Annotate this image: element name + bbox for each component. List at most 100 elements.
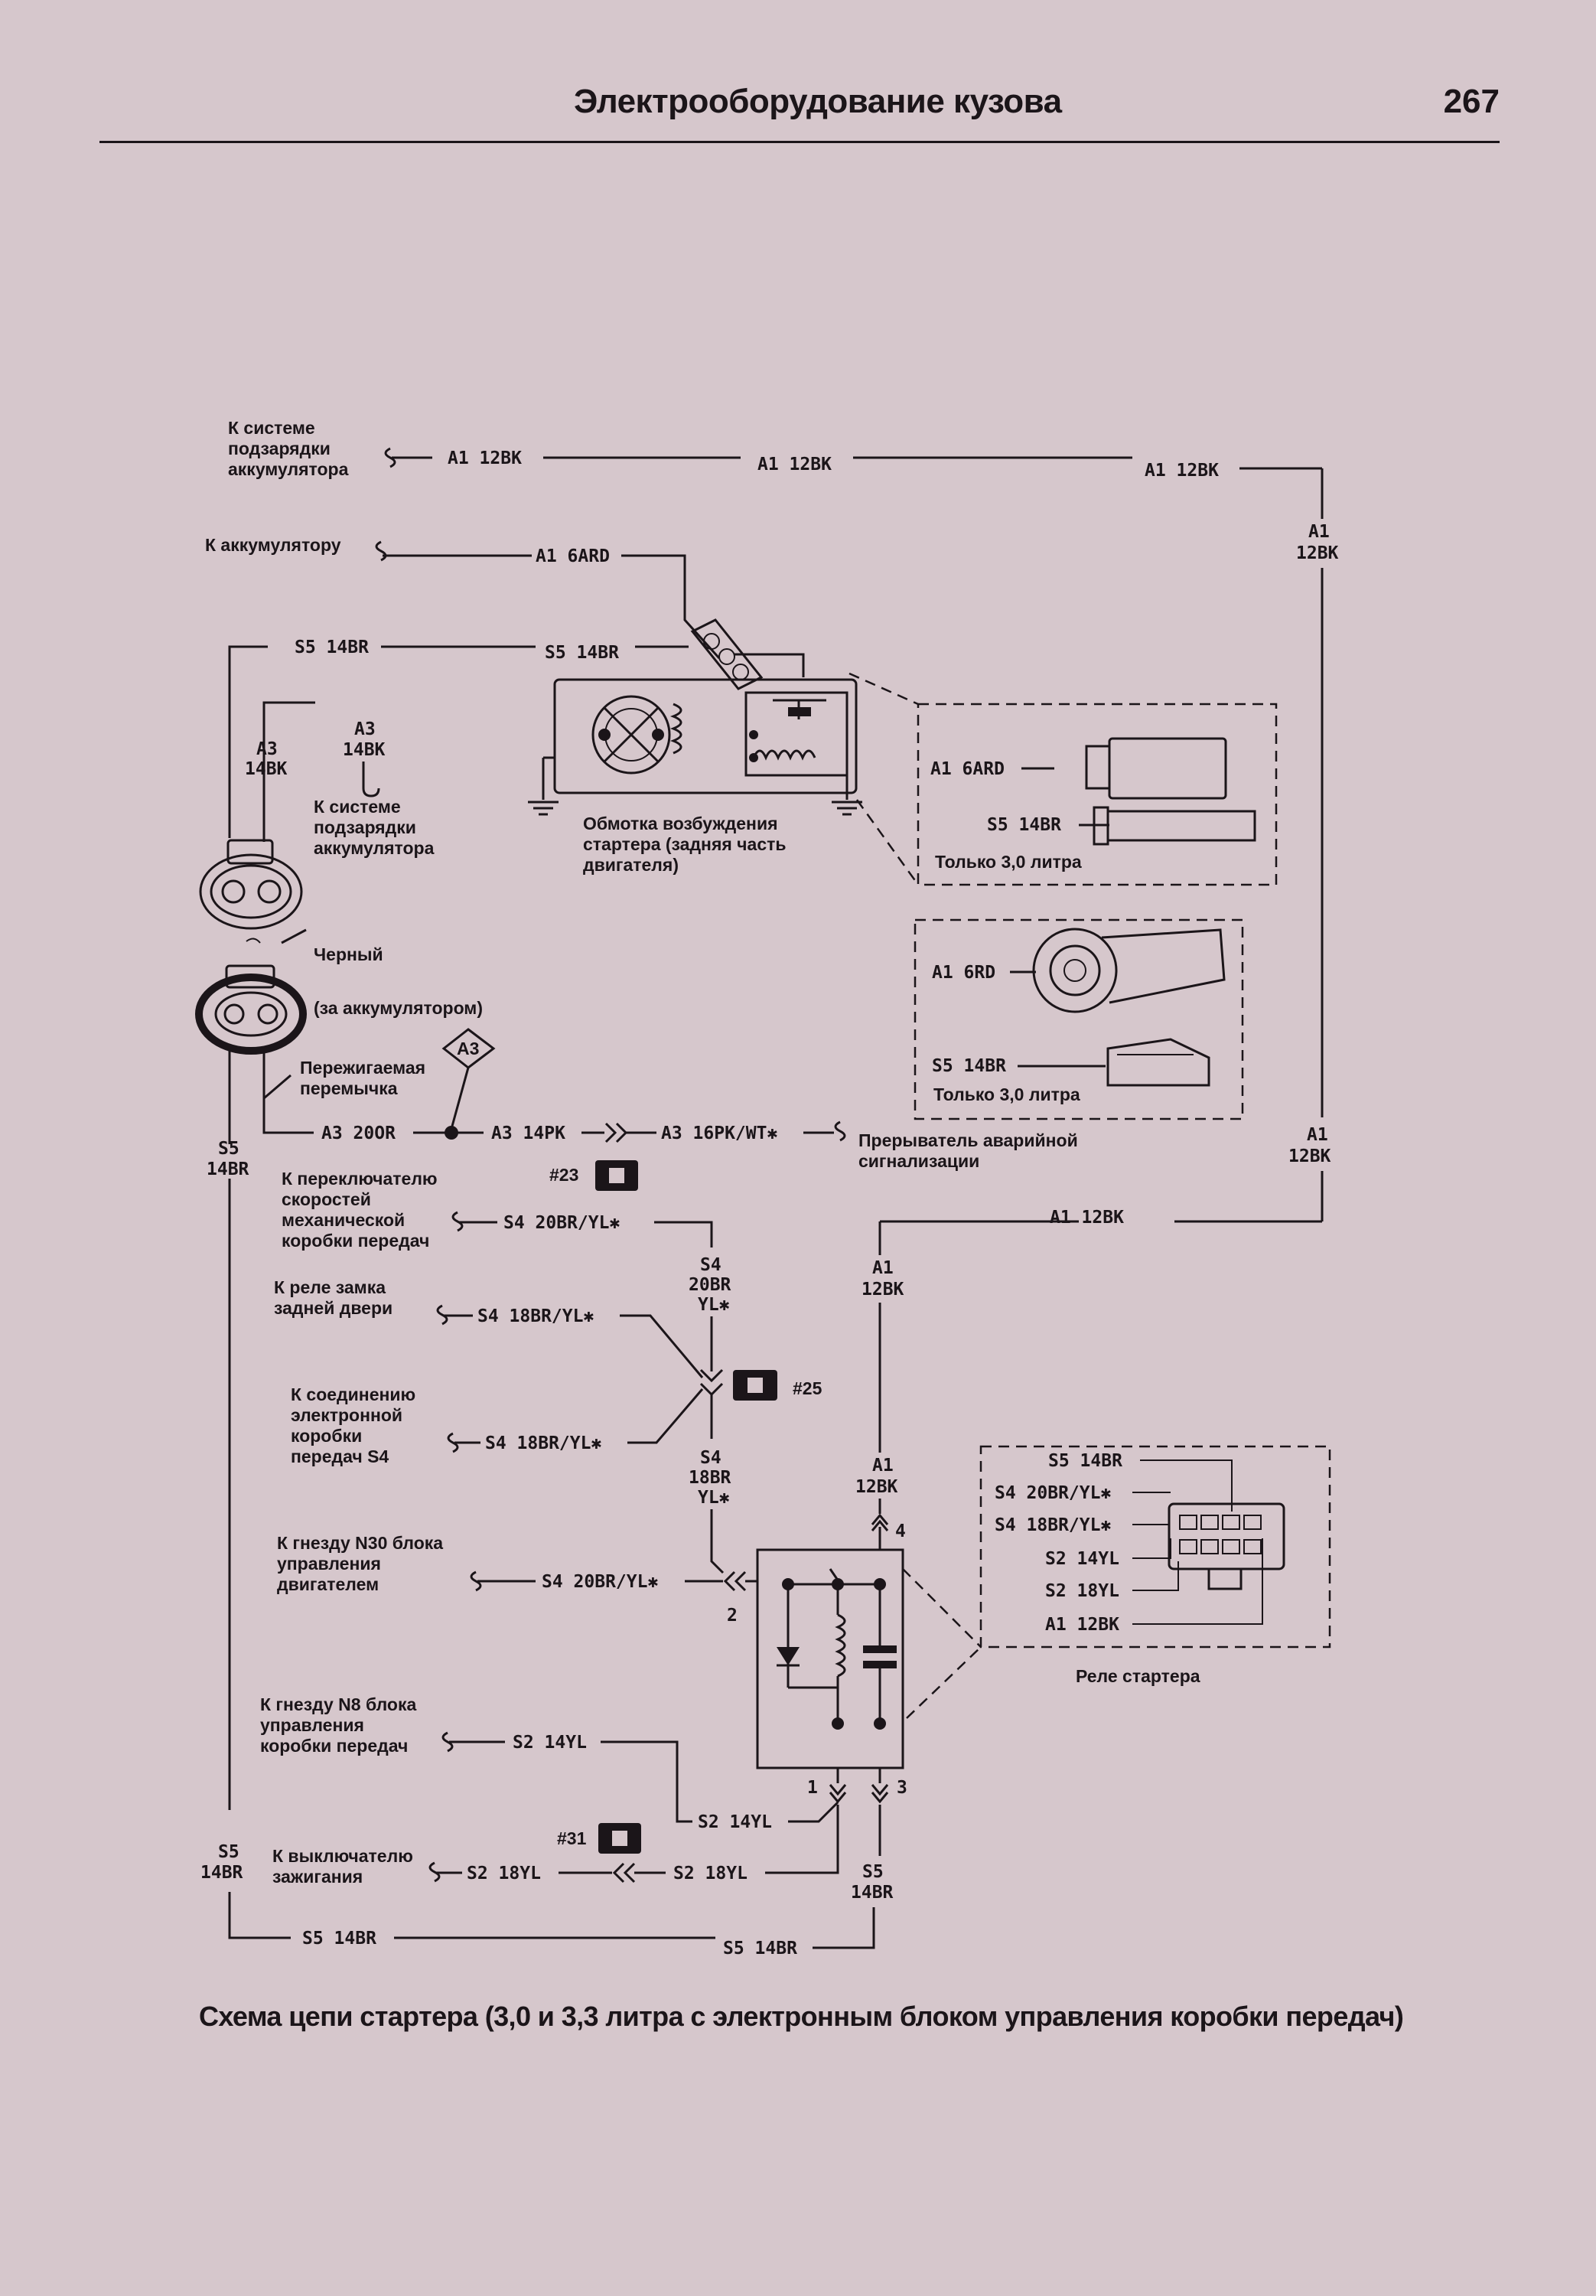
relay-connector-row-s5-14br: S5 14BR — [1048, 1451, 1122, 1471]
relay-pin-2: 2 — [727, 1606, 738, 1626]
label-manual-switch-line3: механической — [282, 1210, 405, 1230]
relay-connector-row-s4-18br-yl: S4 18BR/YL✱ — [995, 1515, 1111, 1535]
wire-a3-20or: A3 20OR — [321, 1124, 396, 1143]
label-to-battery: К аккумулятору — [205, 535, 341, 555]
wire-s5-14br: S5 14BR — [295, 638, 369, 657]
fusible-link-connector-upper — [199, 839, 303, 944]
label-fusible-link-line1: Пережигаемая — [300, 1058, 425, 1078]
wire-a3-label: A3 — [354, 719, 376, 739]
wire-ylstar-label: YL✱ — [698, 1488, 730, 1508]
connector-23-label: #23 — [549, 1165, 578, 1185]
label-manual-switch-line4: коробки передач — [282, 1231, 429, 1251]
wire-14br-label: 14BR — [207, 1159, 249, 1179]
label-ignition-line1: К выключателю — [272, 1846, 413, 1866]
wire-s4-label: S4 — [700, 1255, 721, 1275]
wire-s4-18br-yl: S4 18BR/YL✱ — [477, 1306, 594, 1326]
wire-s4-20br-yl: S4 20BR/YL✱ — [542, 1572, 658, 1592]
starter-relay — [756, 1548, 904, 1769]
inset1-a1-label: A1 6ARD — [930, 759, 1005, 779]
inset2-s5-label: S5 14BR — [932, 1056, 1006, 1076]
connector-25-label: #25 — [793, 1378, 822, 1398]
relay-pin-4: 4 — [895, 1521, 906, 1541]
wire-a3-16pk-wt: A3 16PK/WT✱ — [661, 1124, 777, 1143]
label-liftgate-line2: задней двери — [274, 1298, 392, 1318]
wire-14br-label: 14BR — [200, 1863, 243, 1883]
wire-a1-label: A1 — [872, 1456, 894, 1476]
wire-a1-label: A1 — [1308, 522, 1330, 542]
starter-terminals — [690, 618, 764, 690]
wire-s5-14br: S5 14BR — [545, 643, 619, 663]
wire-s2-18yl: S2 18YL — [467, 1864, 541, 1883]
page-number: 267 — [1443, 83, 1500, 120]
inset-30l-terminals-a: A1 6ARD S5 14BR Только 3,0 литра — [848, 672, 1278, 886]
wire-s5-label: S5 — [218, 1842, 239, 1862]
label-ignition-line2: зажигания — [272, 1867, 363, 1887]
label-starter-relay: Реле стартера — [1076, 1666, 1200, 1686]
relay-pin-1: 1 — [807, 1778, 818, 1798]
label-to-charging2-line3: аккумулятора — [314, 838, 435, 858]
label-only-3l-a: Только 3,0 литра — [935, 852, 1082, 872]
label-liftgate-line1: К реле замка — [274, 1277, 386, 1297]
label-starter-field-line2: стартера (задняя часть — [583, 834, 787, 854]
label-tcm-s4-line3: коробки — [291, 1426, 362, 1446]
starter-motor — [528, 678, 862, 816]
wire-14br-label: 14BR — [851, 1883, 894, 1903]
relay-connector-row-s2-14yl: S2 14YL — [1045, 1549, 1119, 1569]
wire-a1-12bk: A1 12BK — [757, 455, 832, 475]
label-hazard-flasher-line2: сигнализации — [858, 1151, 979, 1171]
connector-31-label: #31 — [557, 1828, 587, 1848]
wire-a1-12bk: A1 12BK — [1050, 1208, 1124, 1228]
label-ecm-n30-line3: двигателем — [277, 1574, 379, 1594]
badge-a3: A3 — [457, 1039, 479, 1058]
label-to-charging2-line1: К системе — [314, 797, 401, 817]
label-to-charging-line3: аккумулятора — [228, 459, 349, 479]
wire-s4-label: S4 — [700, 1448, 721, 1468]
label-only-3l-b: Только 3,0 литра — [933, 1084, 1080, 1104]
label-tcm-n8-line2: управления — [260, 1715, 364, 1735]
label-black: Черный — [314, 944, 383, 964]
wire-a1-label: A1 — [1307, 1125, 1328, 1145]
fusible-link-connector-lower — [195, 964, 307, 1055]
wire-12bk-label: 12BK — [855, 1477, 898, 1497]
relay-pin-3: 3 — [897, 1778, 907, 1798]
figure-caption: Схема цепи стартера (3,0 и 3,3 литра с э… — [199, 2001, 1404, 2032]
label-tcm-s4-line1: К соединению — [291, 1384, 415, 1404]
wire-a1-6ard: A1 6ARD — [536, 546, 610, 566]
wire-14bk-label: 14BK — [245, 759, 288, 779]
relay-connector-row-s2-18yl: S2 18YL — [1045, 1581, 1119, 1601]
label-starter-field-line3: двигателя) — [583, 855, 679, 875]
wire-s2-14yl: S2 14YL — [513, 1733, 587, 1753]
wire-s4-18br-yl: S4 18BR/YL✱ — [485, 1433, 601, 1453]
label-to-charging-line2: подзарядки — [228, 439, 331, 458]
page-title: Электрооборудование кузова — [574, 83, 1062, 120]
wire-s2-18yl: S2 18YL — [673, 1864, 748, 1883]
label-to-charging-line1: К системе — [228, 418, 315, 438]
wire-12bk-label: 12BK — [862, 1280, 904, 1300]
wire-ylstar-label: YL✱ — [698, 1295, 730, 1315]
wire-s5-label: S5 — [218, 1139, 239, 1159]
inset1-s5-label: S5 14BR — [987, 815, 1061, 835]
wire-s4-20br-yl: S4 20BR/YL✱ — [503, 1213, 620, 1233]
label-hazard-flasher-line1: Прерыватель аварийной — [858, 1130, 1078, 1150]
wire-a3-label: A3 — [256, 739, 278, 759]
wire-s2-14yl: S2 14YL — [698, 1812, 772, 1832]
label-tcm-n8-line1: К гнезду N8 блока — [260, 1694, 416, 1714]
wire-14bk-label: 14BK — [343, 740, 386, 760]
relay-connector-row-a1-12bk: A1 12BK — [1045, 1615, 1119, 1635]
a1-12bk-top-run — [384, 447, 1324, 1514]
wire-s5-14br: S5 14BR — [302, 1929, 376, 1949]
wire-18br-label: 18BR — [689, 1468, 731, 1488]
inset-starter-relay-connector: S5 14BR S4 20BR/YL✱ S4 18BR/YL✱ S2 14YL … — [906, 1445, 1331, 1719]
wire-a1-12bk: A1 12BK — [448, 448, 522, 468]
wire-s5-label: S5 — [862, 1862, 884, 1882]
label-tcm-s4-line4: передач S4 — [291, 1446, 389, 1466]
wire-a3-14pk: A3 14PK — [491, 1124, 565, 1143]
label-tcm-n8-line3: коробки передач — [260, 1736, 408, 1756]
wire-12bk-label: 12BK — [1296, 543, 1339, 563]
inset2-a1-label: A1 6RD — [932, 963, 995, 983]
label-fusible-link-line2: перемычка — [300, 1078, 398, 1098]
wire-a1-label: A1 — [872, 1258, 894, 1278]
wire-a1-12bk: A1 12BK — [1145, 461, 1219, 481]
inset-30l-terminals-b: A1 6RD S5 14BR Только 3,0 литра — [914, 918, 1244, 1120]
